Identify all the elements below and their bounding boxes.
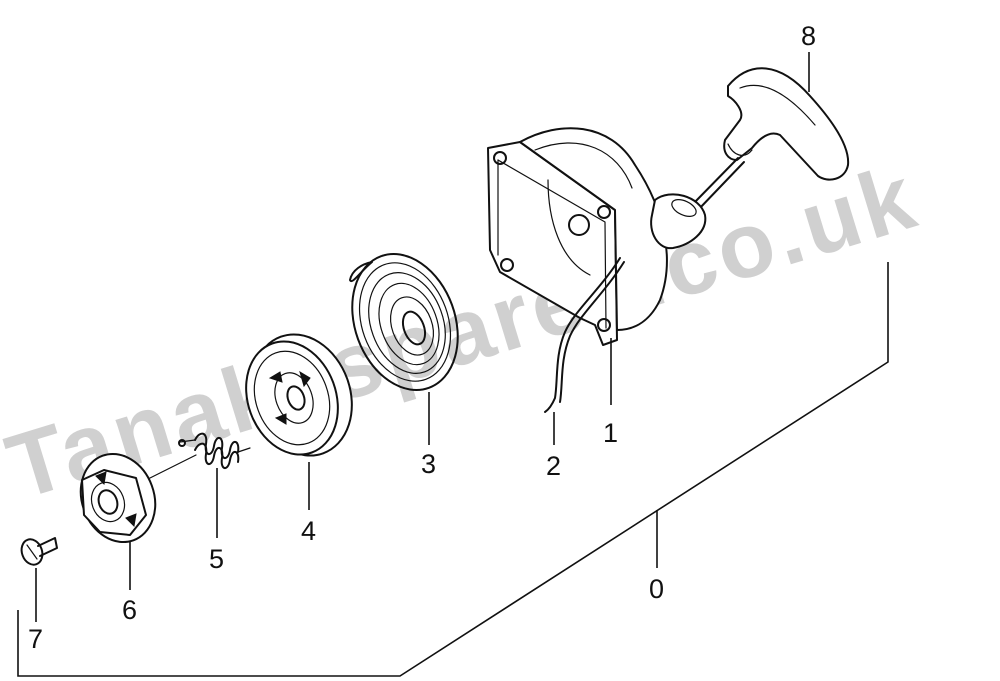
callout-0: 0 xyxy=(649,574,664,604)
part-7-screw xyxy=(20,537,58,622)
assembly-bracket xyxy=(17,262,889,677)
part-4-pulley xyxy=(245,333,353,510)
part-3-recoil-spring xyxy=(349,253,459,445)
part-2-rope xyxy=(544,257,625,445)
callout-1: 1 xyxy=(603,418,618,448)
callout-3: 3 xyxy=(421,449,436,479)
callout-5: 5 xyxy=(209,544,224,574)
part-6-ratchet xyxy=(79,452,157,590)
part-5-spring xyxy=(149,432,251,538)
callout-7: 7 xyxy=(28,624,43,654)
part-1-starter-case xyxy=(487,127,707,405)
watermark: Tanakaspares.co.uk xyxy=(0,145,929,519)
callout-8: 8 xyxy=(801,21,816,51)
callout-6: 6 xyxy=(122,595,137,625)
callout-2: 2 xyxy=(546,451,561,481)
callout-4: 4 xyxy=(301,516,316,546)
part-8-handle xyxy=(691,52,850,211)
